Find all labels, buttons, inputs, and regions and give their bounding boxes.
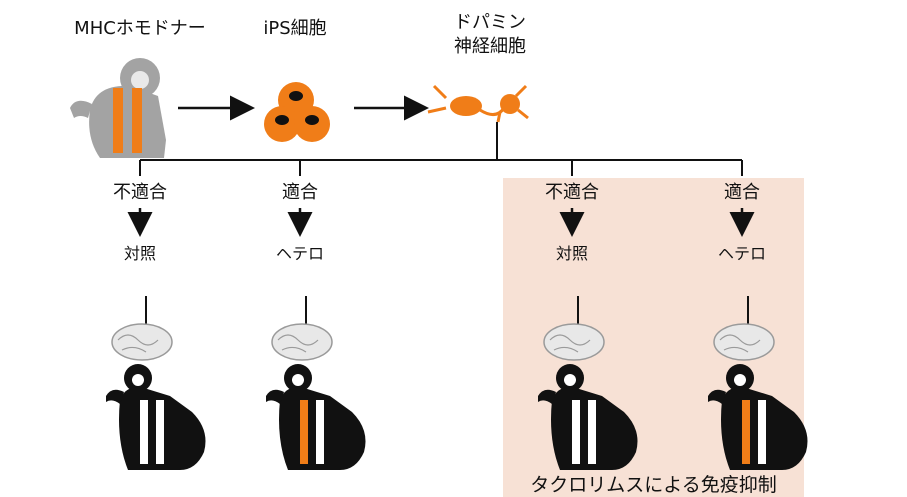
recipient-monkey-3-icon	[538, 296, 638, 470]
neuron-label-line1: ドパミン	[454, 12, 526, 33]
group-1-result-label: 対照	[123, 244, 156, 263]
group-2-match-label: 適合	[282, 182, 318, 203]
branch-lines	[139, 122, 743, 176]
group-4-match-label: 適合	[724, 182, 760, 203]
group-3-result-label: 対照	[555, 244, 588, 263]
group-2-result-label: ヘテロ	[275, 244, 324, 263]
donor-label: MHCホモドナー	[74, 18, 206, 39]
recipient-monkey-2-icon	[266, 296, 366, 470]
immunosuppression-caption: タクロリムスによる免疫抑制	[530, 474, 777, 496]
donor-monkey-icon	[70, 58, 166, 158]
ips-label: iPS細胞	[263, 18, 327, 39]
ips-cells-icon	[264, 82, 330, 142]
group-1-match-label: 不適合	[113, 182, 167, 203]
recipient-monkey-1-icon	[106, 296, 206, 470]
dopamine-neuron-icon	[427, 84, 529, 123]
neuron-label-line2: 神経細胞	[454, 36, 526, 57]
group-4-result-label: ヘテロ	[717, 244, 766, 263]
recipient-monkey-4-icon	[708, 296, 808, 470]
group-3-match-label: 不適合	[545, 182, 599, 203]
